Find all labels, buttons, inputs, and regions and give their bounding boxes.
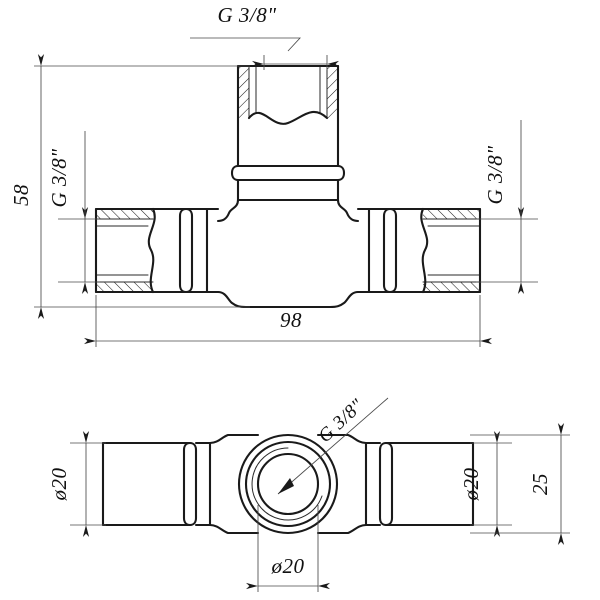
right-thread-dimension-group: G 3/8" bbox=[476, 120, 538, 294]
height-dimension-group: 58 bbox=[9, 54, 250, 319]
length-dimension-group: 98 bbox=[84, 295, 492, 347]
branch-hub-bore-circle bbox=[256, 452, 320, 516]
branch-thread-dimension-group: G 3/8" bbox=[190, 3, 339, 70]
left-thread-dimension-group: G 3/8" bbox=[47, 131, 100, 294]
branch-thread-callout-text: G 3/8" bbox=[217, 3, 276, 27]
width-dimension-text: 25 bbox=[528, 473, 552, 495]
left-thread-callout-text: G 3/8" bbox=[47, 148, 71, 207]
right-bore-dimension-group: ø20 bbox=[459, 431, 512, 537]
height-dimension-text: 58 bbox=[9, 184, 33, 206]
branch-hub-crest-circle bbox=[244, 440, 332, 528]
center-bore-dimension-text: ø20 bbox=[271, 554, 305, 578]
section-hatching bbox=[96, 66, 480, 292]
branch-hub-outer-circle bbox=[237, 433, 339, 535]
right-bore-dimension-text: ø20 bbox=[459, 468, 483, 502]
width-dimension-group: 25 bbox=[470, 423, 570, 545]
left-bore-dimension-text: ø20 bbox=[47, 468, 71, 502]
fitting-outline-top bbox=[101, 433, 475, 535]
length-dimension-text: 98 bbox=[280, 308, 302, 332]
branch-thread-arc bbox=[251, 447, 323, 521]
right-thread-callout-text: G 3/8" bbox=[483, 145, 507, 204]
center-bore-dimension-group: ø20 bbox=[246, 505, 330, 592]
front-sectional-view: 58 G 3/8" G 3/8" G 3/8" bbox=[9, 3, 538, 347]
internal-thread-lines bbox=[95, 65, 481, 283]
left-bore-dimension-group: ø20 bbox=[47, 431, 106, 537]
